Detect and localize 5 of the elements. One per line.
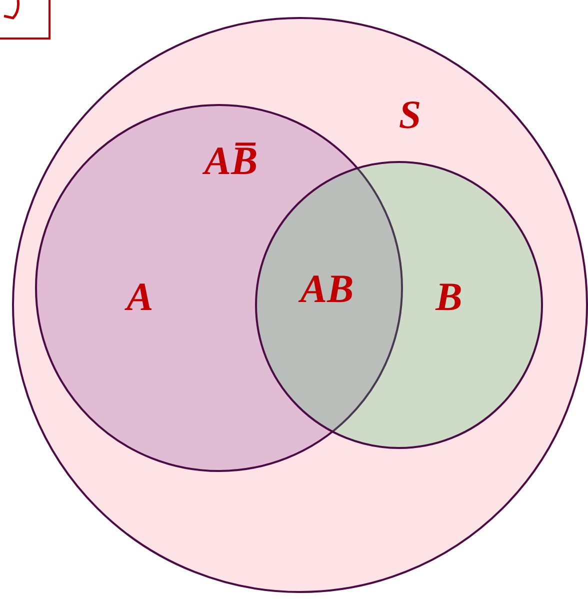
region-label: AB̅ [204,140,258,182]
set-label: B [436,276,462,318]
region-label: AB [300,268,354,310]
set-label: A [126,276,154,318]
set-label: S [398,94,422,136]
